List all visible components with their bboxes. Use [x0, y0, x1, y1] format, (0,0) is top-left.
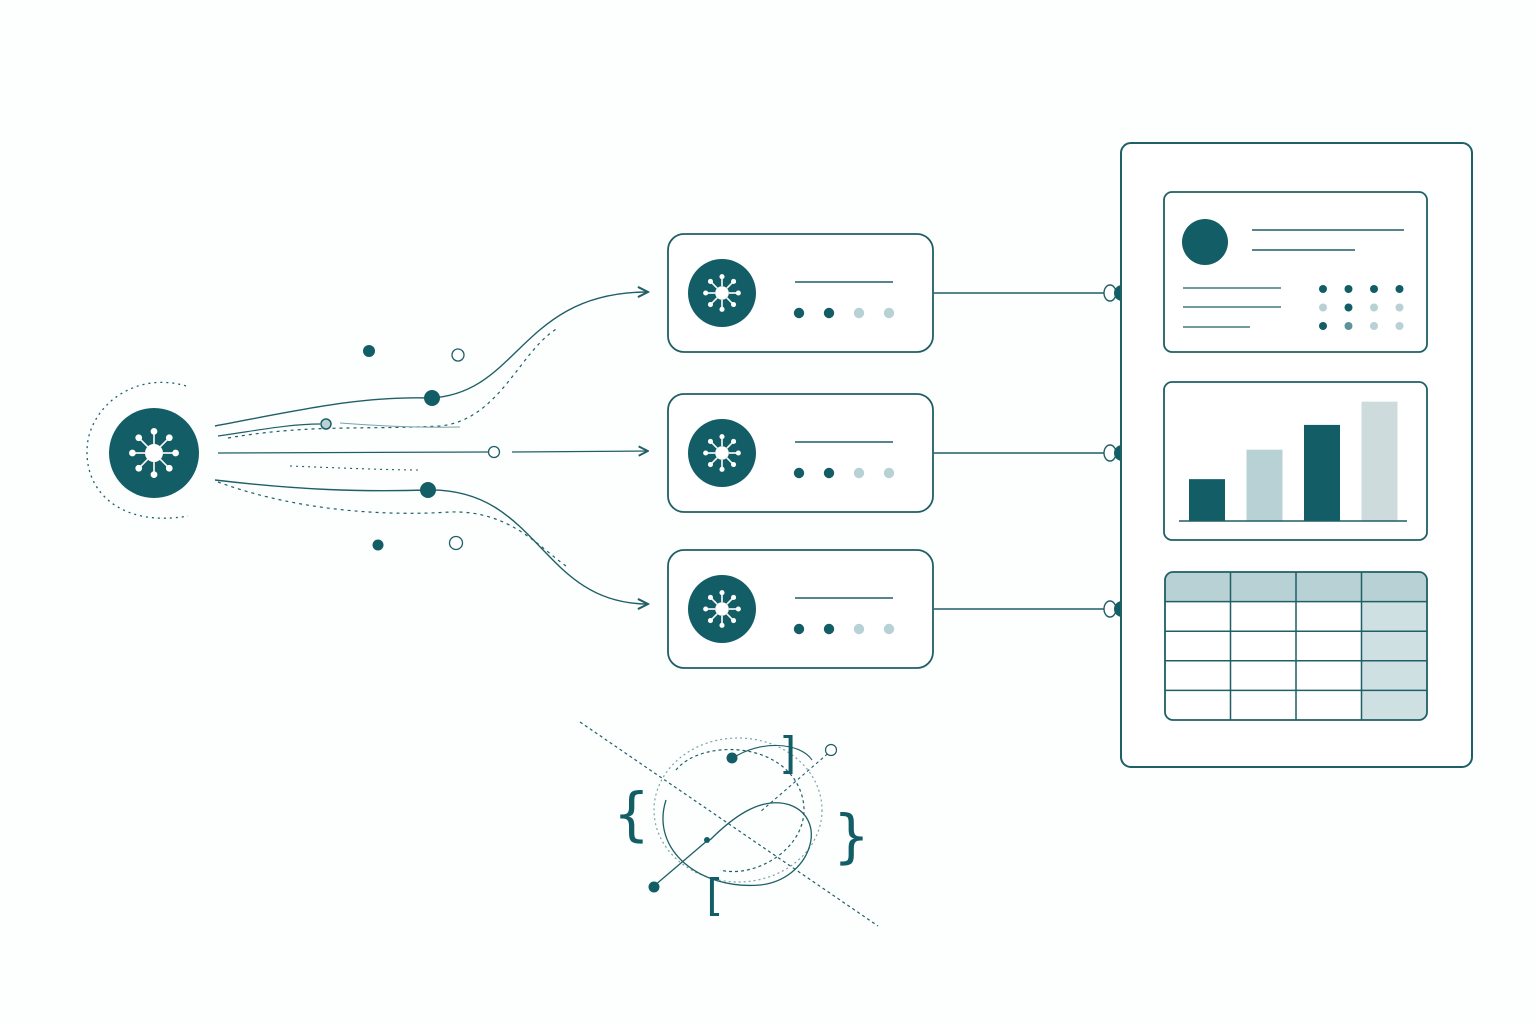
particle-ring [451, 348, 465, 362]
grid-dot [1344, 322, 1353, 330]
grid-dot [1319, 285, 1327, 293]
curly-brace-icon: { [614, 780, 649, 848]
grid-dot [1370, 303, 1378, 312]
processor-card[interactable] [667, 393, 934, 513]
grid-dot [1344, 285, 1353, 293]
grid-dot [1344, 303, 1353, 312]
grid-dot [1395, 322, 1404, 330]
flow-line-top-dotted [227, 327, 559, 439]
bar-chart-card[interactable] [1163, 381, 1428, 541]
network-hub-icon [688, 259, 756, 327]
output-panel[interactable] [1120, 142, 1473, 768]
status-dot [823, 467, 835, 479]
network-hub-icon [688, 419, 756, 487]
node-dot [726, 752, 738, 764]
particle-ring [487, 445, 501, 459]
flow-line-top-thin [217, 423, 321, 437]
network-hub-icon [688, 575, 756, 643]
particle-ring [448, 535, 464, 551]
particle-ring [320, 418, 332, 430]
status-dot [853, 467, 865, 479]
data-particles [320, 345, 501, 551]
status-dot [883, 623, 895, 635]
particle-dot [363, 345, 375, 357]
table-grid [1165, 572, 1427, 720]
status-dot [793, 623, 805, 635]
node-dot [704, 837, 710, 843]
chart-bar [1246, 449, 1283, 521]
node-dot [648, 881, 660, 893]
flow-line-bottom [214, 479, 648, 604]
status-dot [883, 307, 895, 319]
status-dot [823, 623, 835, 635]
chart-bar [1189, 479, 1225, 521]
square-bracket-icon: [ [700, 870, 727, 921]
network-hub-icon [109, 408, 199, 498]
status-dot [853, 307, 865, 319]
grid-dot [1319, 303, 1327, 312]
processor-card[interactable] [667, 233, 934, 353]
connectors [934, 284, 1130, 618]
profile-card[interactable] [1163, 191, 1428, 353]
code-schema-decoration: { } ] [ [579, 721, 879, 927]
plug-icon [934, 284, 1130, 302]
curly-brace-icon: } [834, 802, 869, 870]
flow-line-middle-dotted [289, 465, 421, 471]
square-bracket-icon: ] [776, 728, 803, 779]
table-card[interactable] [1164, 571, 1428, 721]
source-node[interactable] [86, 381, 199, 519]
status-dot [793, 467, 805, 479]
bar-chart [1189, 401, 1398, 521]
grid-dot [1395, 303, 1404, 312]
flow-line-top-light [339, 422, 461, 428]
processor-cards [667, 233, 934, 669]
status-dot [823, 307, 835, 319]
plug-icon [934, 600, 1130, 618]
grid-dot [1395, 285, 1404, 293]
status-dot [853, 623, 865, 635]
status-dot [793, 307, 805, 319]
grid-dot [1370, 285, 1378, 293]
particle-dot [424, 390, 440, 406]
grid-dot [1370, 322, 1378, 330]
flow-line-middle-arrow [511, 451, 648, 452]
chart-bar [1304, 424, 1340, 521]
plug-icon [934, 444, 1130, 462]
avatar-icon [1182, 219, 1228, 265]
flow-line-bottom-dotted [217, 481, 567, 567]
particle-dot [420, 482, 436, 498]
node-ring [824, 743, 838, 757]
status-dot [883, 467, 895, 479]
processor-card[interactable] [667, 549, 934, 669]
particle-dot [372, 539, 384, 551]
profile-dot-grid [1319, 285, 1404, 330]
data-flow-lines [214, 292, 648, 604]
flow-line-middle [217, 451, 489, 454]
dashed-diagonal [579, 721, 879, 927]
chart-bar [1361, 401, 1398, 521]
grid-dot [1319, 322, 1327, 330]
